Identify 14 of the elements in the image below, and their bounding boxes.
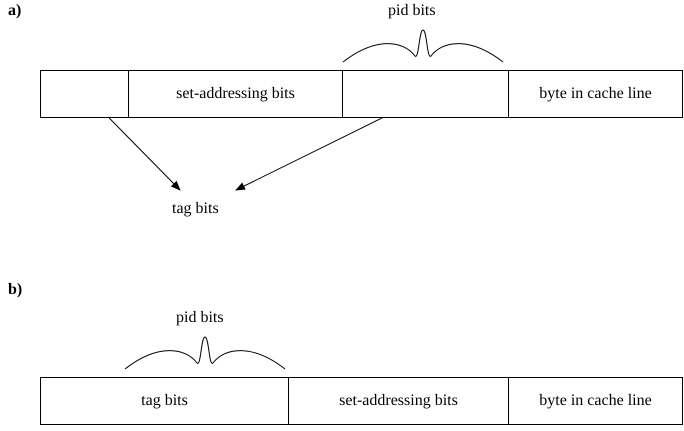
bit-field: byte in cache line	[508, 70, 683, 118]
bit-field: set-addressing bits	[128, 70, 343, 118]
brace-label: pid bits	[176, 309, 224, 327]
bit-field: tag bits	[40, 377, 289, 425]
bit-field: byte in cache line	[508, 377, 683, 425]
field-label: tag bits	[172, 200, 219, 218]
bit-field: set-addressing bits	[288, 377, 509, 425]
panel-label: a)	[8, 2, 22, 20]
arrow	[108, 118, 181, 191]
panel-label: b)	[8, 281, 22, 299]
brace-label: pid bits	[388, 2, 436, 20]
empty-bit-field	[40, 70, 129, 118]
empty-bit-field	[342, 70, 509, 118]
arrow	[235, 118, 382, 190]
